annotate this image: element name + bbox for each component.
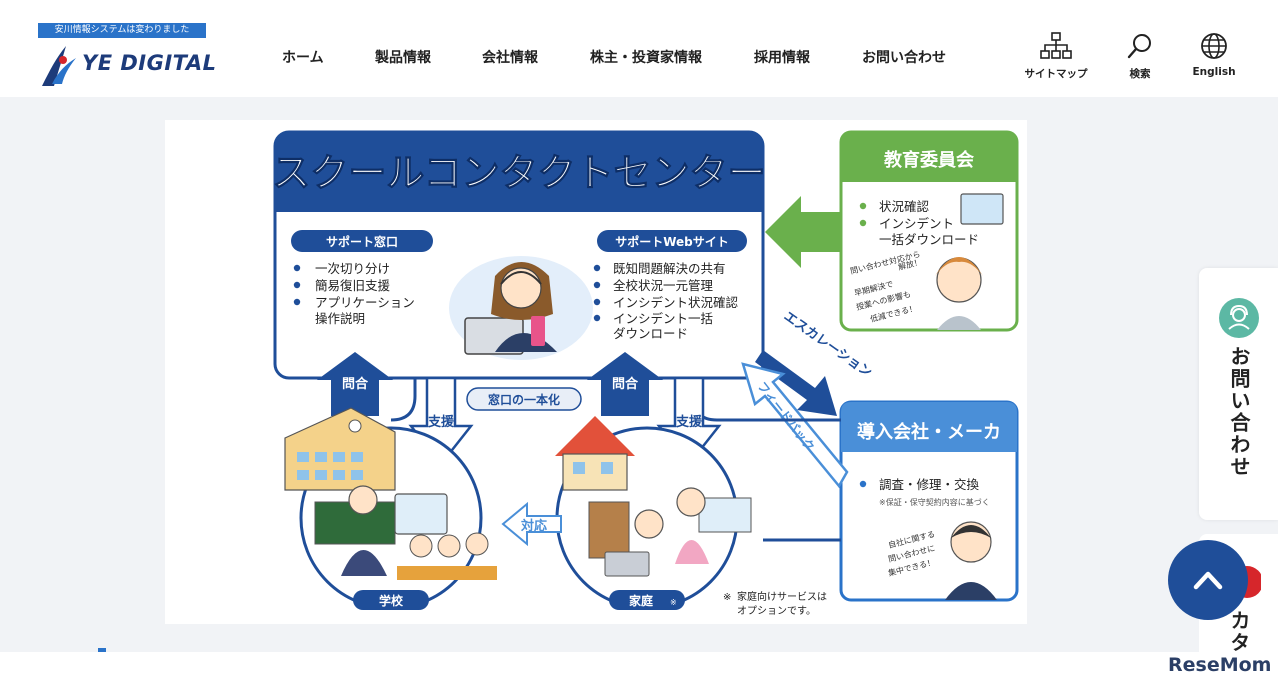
unify-label: 窓口の一本化	[488, 392, 560, 407]
chevron-up-icon	[1193, 571, 1223, 590]
footnote: 家庭向けサービスは	[737, 590, 827, 603]
vendor-person-illustration	[945, 521, 997, 600]
support-web-item: 既知問題解決の共有	[613, 261, 726, 276]
support-web-badge	[597, 230, 747, 252]
support-desk-item: 一次切り分け	[315, 261, 390, 276]
sitemap-button[interactable]: サイトマップ	[1022, 32, 1090, 81]
support-label: 支援	[675, 414, 703, 430]
board-person-illustration	[935, 257, 983, 330]
monitor-icon	[960, 193, 1004, 225]
logo-tagline: 安川情報システムは変わりました	[38, 23, 206, 38]
globe-icon	[1201, 33, 1227, 59]
footnote: オプションです。	[737, 605, 816, 617]
side-contact-tab[interactable]: お問い合わせ	[1199, 268, 1278, 520]
support-headset-icon	[1219, 298, 1259, 338]
watermark: ReseMom	[1168, 654, 1272, 676]
school-illustration	[284, 407, 497, 580]
nav-investors[interactable]: 株主・投資家情報	[590, 50, 702, 66]
board-item: インシデント	[879, 216, 954, 231]
support-desk-item: 操作説明	[315, 311, 365, 326]
search-icon	[1127, 34, 1151, 59]
home-badge	[609, 590, 685, 610]
support-web-item: インシデント状況確認	[613, 295, 739, 310]
support-web-item: ダウンロード	[613, 326, 688, 341]
support-desk-label: サポート窓口	[326, 234, 398, 249]
bottom-strip	[0, 652, 1278, 688]
support-web-item: 全校状況一元管理	[613, 278, 714, 293]
vendor-sub: ※保証・保守契約内容に基づく	[879, 497, 990, 507]
inquiry-arrow-school	[317, 352, 393, 416]
footnote-mark: ※	[723, 592, 731, 603]
side-catalog-label: カタ	[1227, 610, 1251, 654]
connector-line	[390, 378, 417, 422]
support-desk-badge	[291, 230, 433, 252]
nav-contact[interactable]: お問い合わせ	[862, 50, 946, 66]
indicator-mark	[98, 648, 106, 652]
nav-recruit[interactable]: 採用情報	[754, 50, 810, 66]
search-button[interactable]: 検索	[1118, 32, 1162, 81]
green-arrow	[765, 196, 841, 268]
support-web-label: サポートWebサイト	[615, 234, 729, 249]
logo-mark-icon[interactable]	[36, 40, 80, 90]
board-item: 一括ダウンロード	[879, 232, 979, 247]
support-desk-item: 簡易復旧支援	[315, 278, 391, 293]
nav-products[interactable]: 製品情報	[375, 50, 431, 66]
response-label: 対応	[520, 518, 547, 534]
sitemap-icon	[1040, 32, 1072, 59]
vendor-title: 導入会社・メーカ	[857, 421, 1001, 443]
back-to-top-button[interactable]	[1168, 540, 1248, 620]
home-illustration	[555, 416, 752, 577]
side-contact-label: お問い合わせ	[1227, 346, 1251, 478]
board-item: 状況確認	[879, 199, 930, 214]
center-title: スクールコンタクトセンター	[272, 151, 765, 195]
nav-company[interactable]: 会社情報	[482, 50, 538, 66]
home-note-mark: ※	[670, 598, 677, 607]
school-contact-center-figure: スクールコンタクトセンター サポート窓口 一次切り分け 簡易復旧支援 アプリケー…	[165, 120, 1027, 624]
response-arrow	[501, 501, 562, 547]
operator-illustration	[449, 256, 593, 360]
unify-badge	[466, 387, 582, 411]
inquiry-label: 問合	[342, 376, 369, 392]
logo-name[interactable]: YE DIGITAL	[82, 51, 217, 75]
school-badge	[353, 590, 429, 610]
site-header: 安川情報システムは変わりました YE DIGITAL ホーム 製品情報 会社情報…	[0, 0, 1278, 97]
inquiry-arrow-home	[587, 352, 663, 416]
home-label: 家庭	[629, 593, 653, 608]
nav-home[interactable]: ホーム	[282, 50, 324, 66]
diagram-svg: スクールコンタクトセンター サポート窓口 一次切り分け 簡易復旧支援 アプリケー…	[272, 130, 1019, 617]
inquiry-label: 問合	[612, 376, 639, 392]
support-label: 支援	[427, 414, 455, 430]
center-title-bar	[275, 132, 763, 212]
support-desk-item: アプリケーション	[315, 295, 415, 310]
school-label: 学校	[379, 593, 404, 608]
vendor-item: 調査・修理・交換	[879, 477, 980, 492]
support-web-item: インシデント一括	[613, 311, 713, 326]
feedback-arrow	[741, 362, 849, 489]
english-button[interactable]: English	[1186, 32, 1242, 78]
board-title: 教育委員会	[884, 149, 974, 171]
escalation-arrow	[755, 350, 837, 416]
